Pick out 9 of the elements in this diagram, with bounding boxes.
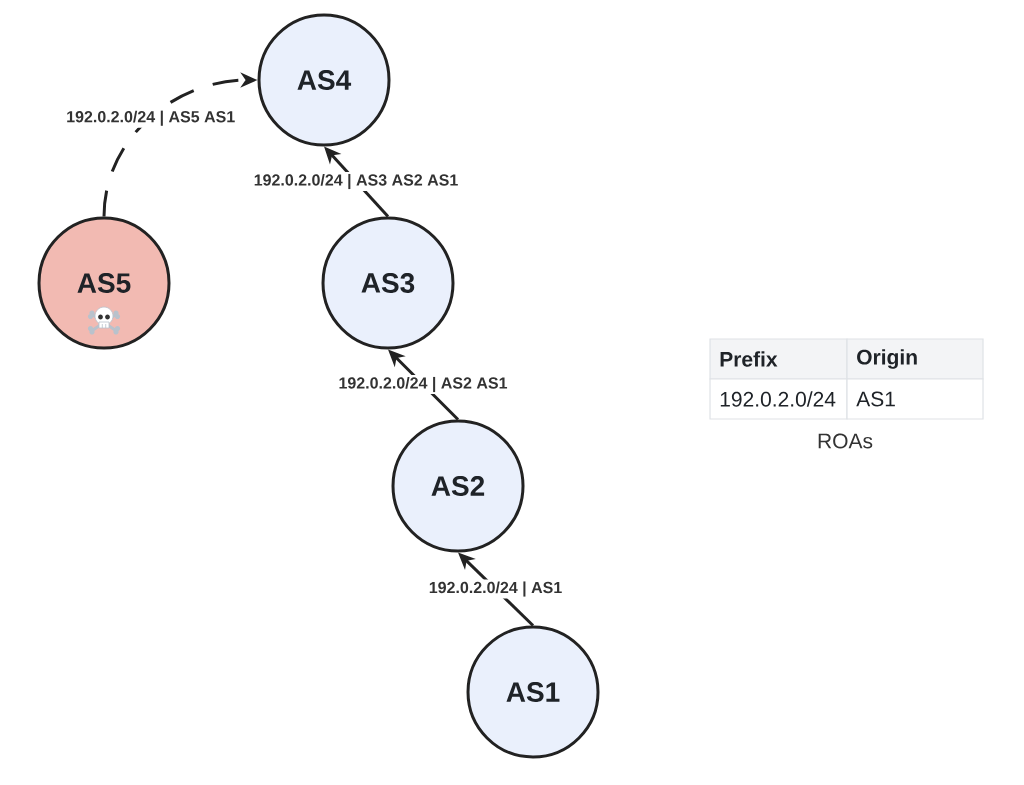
edge-label: 192.0.2.0/24 | AS2 AS1	[336, 374, 510, 395]
header-cell: Origin	[846, 338, 984, 380]
table-cell: AS1	[846, 378, 984, 420]
edge-label: 192.0.2.0/24 | AS3 AS2 AS1	[251, 171, 461, 192]
edge-label: 192.0.2.0/24 | AS1	[426, 579, 565, 599]
table-caption: ROAs	[818, 433, 873, 449]
header-cell: Prefix	[709, 338, 848, 380]
edge-label: 192.0.2.0/24 | AS5 AS1	[64, 108, 238, 128]
table-cell: 192.0.2.0/24	[709, 378, 848, 420]
